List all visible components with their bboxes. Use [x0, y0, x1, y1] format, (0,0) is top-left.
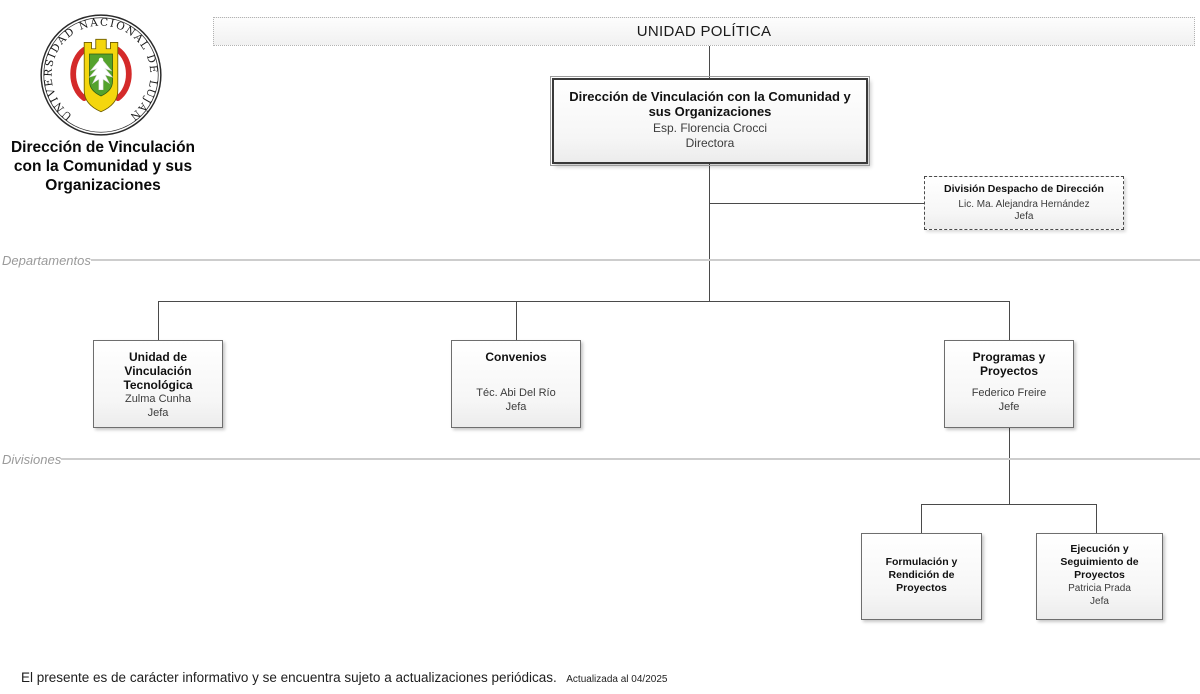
connector-line [709, 164, 710, 301]
section-divider-line [61, 458, 1200, 460]
org-node-title: Unidad de Vinculación Tecnológica [123, 350, 193, 392]
page-title: Dirección de Vinculación con la Comunida… [10, 139, 196, 194]
person-role: Jefa [1090, 596, 1109, 607]
person-role: Jefa [147, 407, 169, 419]
departments-section-rule: Departamentos [0, 251, 1200, 269]
section-divider-line [90, 259, 1200, 261]
org-node-despacho: División Despacho de Dirección Lic. Ma. … [924, 176, 1124, 230]
connector-line [158, 301, 1010, 302]
divisions-section-label: Divisiones [2, 451, 62, 467]
org-node-convenios: Convenios Téc. Abi Del Río Jefa [451, 340, 581, 428]
person-role: Jefa [505, 401, 527, 413]
person-name: Lic. Ma. Alejandra Hernández [958, 199, 1090, 210]
org-node-vinculacion-tecnologica: Unidad de Vinculación Tecnológica Zulma … [93, 340, 223, 428]
org-node-title: Programas y Proyectos [972, 350, 1046, 378]
footer-note-text: El presente es de carácter informativo y… [21, 670, 557, 685]
person-role: Jefe [998, 401, 1020, 413]
org-node-person: Patricia Prada Jefa [1068, 582, 1131, 619]
person-name: Patricia Prada [1068, 583, 1131, 594]
footer-note: El presente es de carácter informativo y… [21, 669, 667, 687]
org-node-direccion: Dirección de Vinculación con la Comunida… [550, 76, 870, 166]
connector-line [158, 301, 159, 340]
person-role: Directora [685, 136, 735, 150]
connector-line [1009, 427, 1010, 504]
connector-line [1096, 504, 1097, 533]
connector-line [709, 46, 710, 78]
person-role: Jefa [1014, 211, 1034, 222]
unidad-politica-banner: UNIDAD POLÍTICA [213, 17, 1195, 46]
banner-label: UNIDAD POLÍTICA [636, 23, 772, 40]
connector-line [516, 301, 517, 340]
org-node-title: Ejecución y Seguimiento de Proyectos [1060, 543, 1139, 581]
org-node-person: Esp. Florencia Crocci Directora [653, 121, 767, 162]
connector-line [709, 203, 924, 204]
org-node-title: Dirección de Vinculación con la Comunida… [569, 89, 851, 119]
connector-line [1009, 301, 1010, 340]
divisions-section-rule: Divisiones [0, 450, 1200, 468]
footer-updated-text: Actualizada al 04/2025 [566, 674, 668, 685]
org-node-person: Téc. Abi Del Río Jefa [476, 386, 555, 427]
connector-line [921, 504, 922, 533]
departments-section-label: Departamentos [2, 252, 91, 268]
university-seal-logo: UNIVERSIDAD NACIONAL DE LUJÁN [40, 14, 162, 136]
person-name: Federico Freire [971, 387, 1047, 399]
person-name: Esp. Florencia Crocci [652, 121, 768, 135]
org-node-person: Federico Freire Jefe [972, 386, 1047, 427]
org-node-programas-proyectos: Programas y Proyectos Federico Freire Je… [944, 340, 1074, 428]
org-node-formulacion-rendicion: Formulación y Rendición de Proyectos [861, 533, 982, 620]
org-node-person: Lic. Ma. Alejandra Hernández Jefa [958, 199, 1089, 229]
connector-line [921, 504, 1097, 505]
person-name: Téc. Abi Del Río [476, 387, 556, 399]
org-node-title: Formulación y Rendición de Proyectos [885, 556, 958, 594]
org-node-ejecucion-seguimiento: Ejecución y Seguimiento de Proyectos Pat… [1036, 533, 1163, 620]
org-node-title: División Despacho de Dirección [944, 183, 1104, 195]
org-node-person: Zulma Cunha Jefa [125, 392, 191, 433]
org-node-title: Convenios [485, 350, 547, 364]
seal-emblem [70, 38, 132, 113]
person-name: Zulma Cunha [124, 393, 192, 405]
